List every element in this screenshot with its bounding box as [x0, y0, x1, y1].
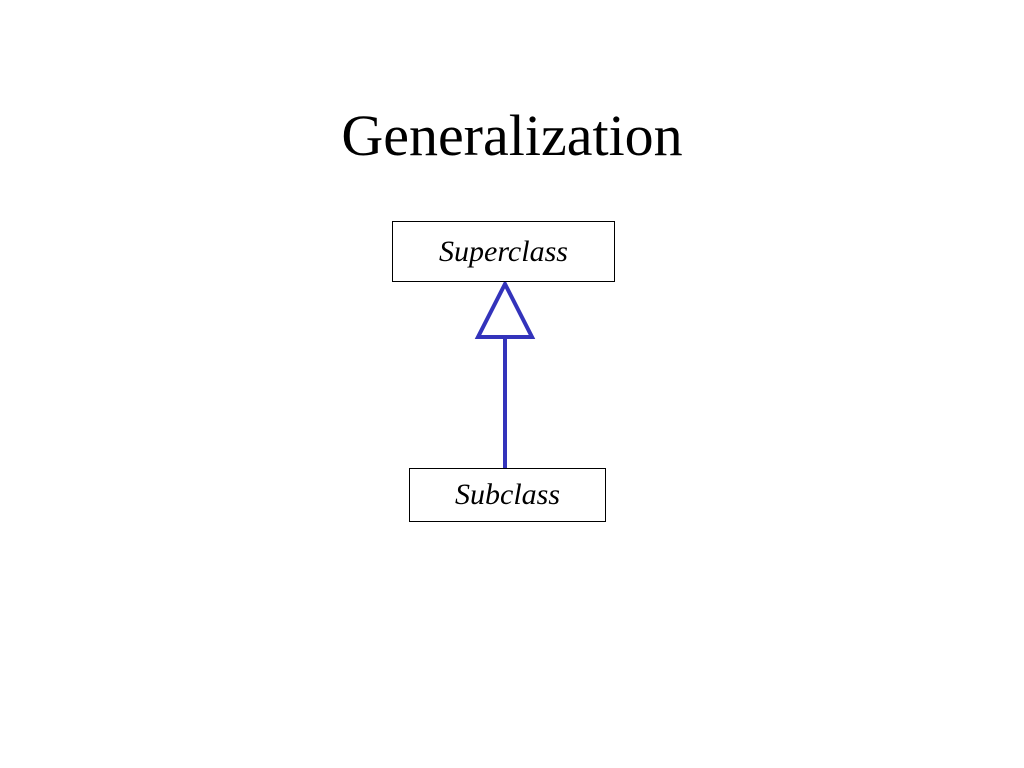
hollow-triangle-arrowhead [474, 279, 536, 339]
superclass-label: Superclass [439, 234, 568, 268]
page-title: Generalization [341, 103, 683, 168]
superclass-box: Superclass [392, 221, 615, 282]
subclass-box: Subclass [409, 468, 606, 522]
subclass-label: Subclass [455, 478, 560, 511]
